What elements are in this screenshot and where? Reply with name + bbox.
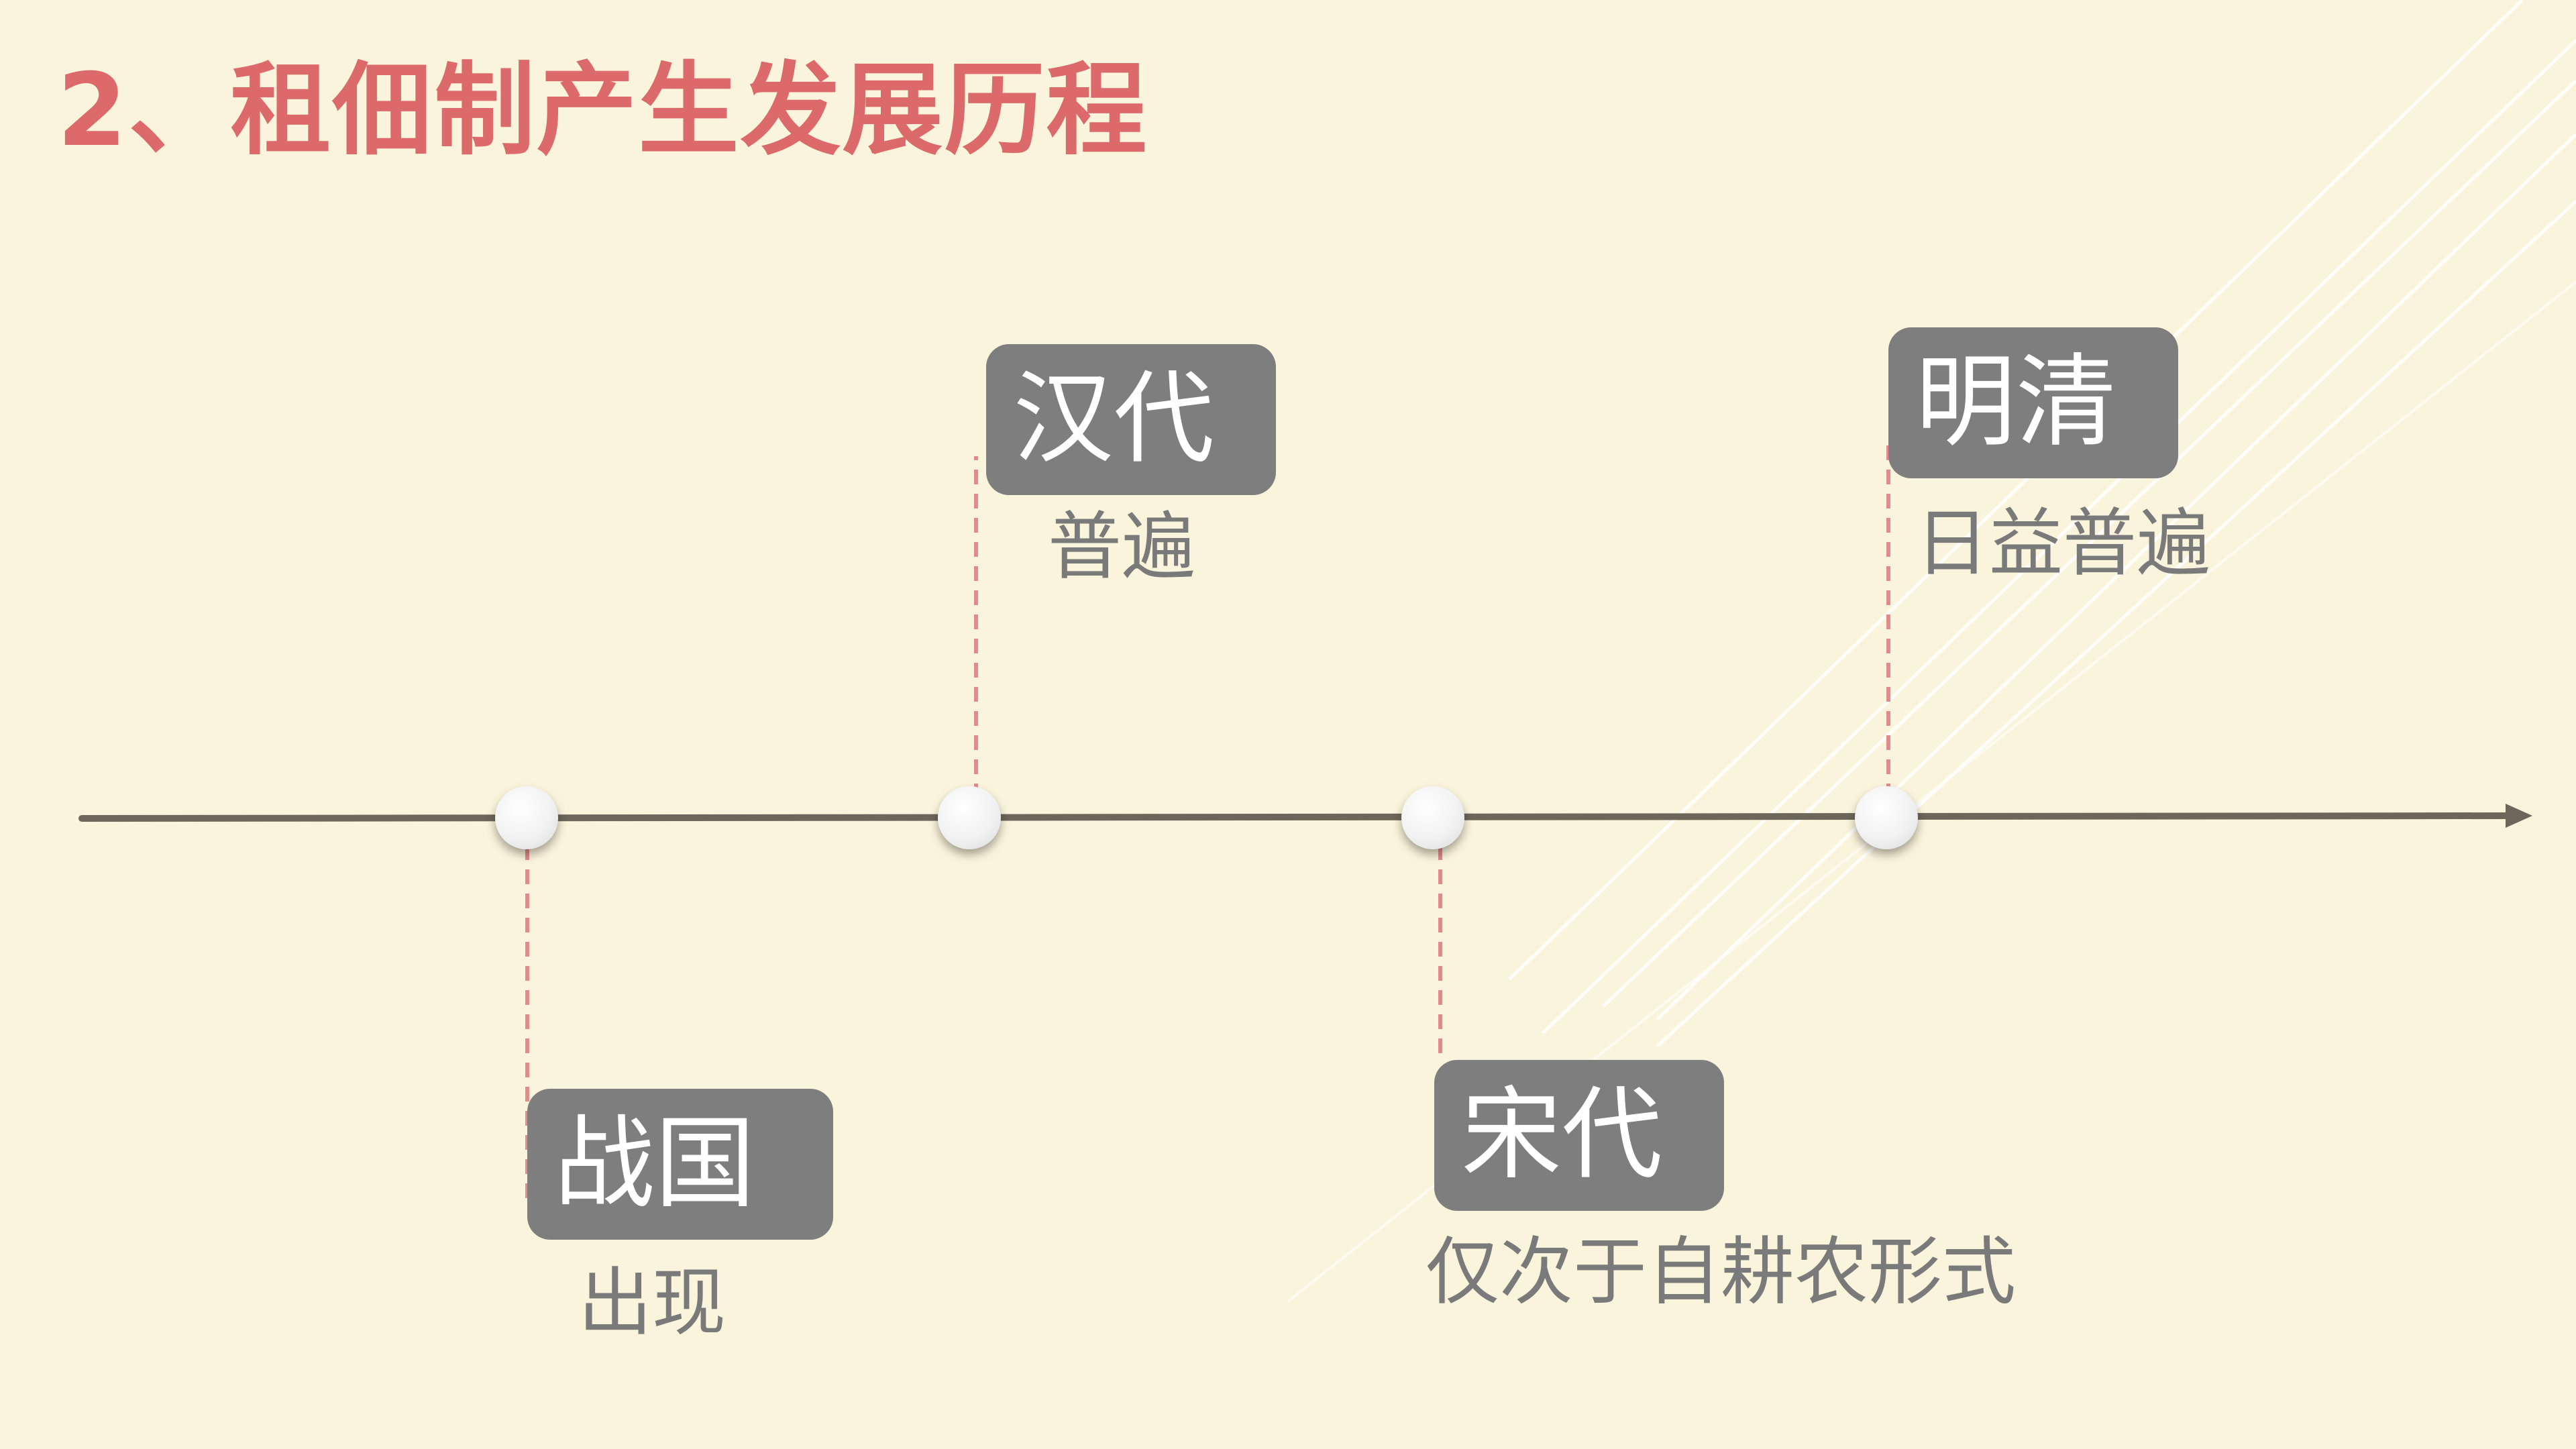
timeline-node-mingqing bbox=[1855, 786, 1918, 849]
event-period-zhanguo: 战国 bbox=[527, 1089, 833, 1240]
event-period-mingqing: 明清 bbox=[1888, 327, 2178, 478]
timeline-node-songdai bbox=[1401, 786, 1464, 849]
event-description-handai: 普遍 bbox=[1048, 504, 1195, 590]
timeline-axis bbox=[78, 812, 2512, 822]
event-description-mingqing: 日益普遍 bbox=[1915, 500, 2210, 586]
timeline-arrowhead bbox=[2506, 804, 2532, 828]
event-description-songdai: 仅次于自耕农形式 bbox=[1426, 1229, 2016, 1315]
event-description-zhanguo: 出现 bbox=[578, 1260, 726, 1346]
event-period-songdai: 宋代 bbox=[1434, 1060, 1724, 1211]
timeline-node-zhanguo bbox=[495, 786, 558, 849]
event-period-handai: 汉代 bbox=[986, 344, 1276, 495]
page-title: 2、租佃制产生发展历程 bbox=[57, 52, 1148, 169]
timeline-node-handai bbox=[938, 786, 1001, 849]
